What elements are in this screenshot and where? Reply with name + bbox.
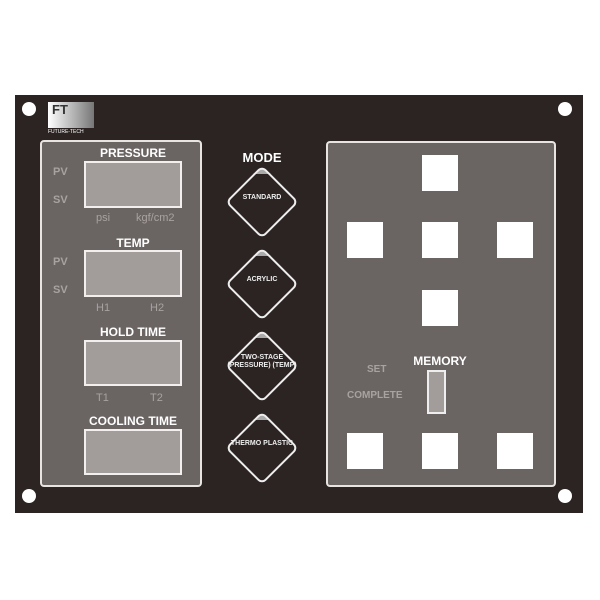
unit-kgf: kgf/cm2	[136, 212, 175, 224]
unit-t2: T2	[150, 392, 163, 404]
key-center[interactable]	[422, 222, 458, 258]
unit-h1: H1	[96, 302, 111, 314]
temp-sv-label: SV	[53, 284, 68, 296]
mount-hole	[22, 102, 36, 116]
mount-hole	[558, 102, 572, 116]
key-memory-1[interactable]	[347, 433, 383, 469]
pressure-sv-label: SV	[53, 194, 68, 206]
logo-letters: FT	[52, 102, 68, 117]
mount-hole	[558, 489, 572, 503]
unit-psi: psi	[96, 212, 111, 224]
mode-led	[253, 414, 271, 420]
cooling-time-title: COOLING TIME	[89, 414, 177, 428]
mode-led	[253, 250, 271, 256]
mount-hole	[22, 489, 36, 503]
key-memory-3[interactable]	[497, 433, 533, 469]
key-down[interactable]	[422, 290, 458, 326]
key-left[interactable]	[347, 222, 383, 258]
brand-name: FUTURE-TECH	[48, 129, 84, 135]
memory-slot[interactable]	[427, 370, 446, 414]
pressure-display	[84, 161, 182, 208]
mode-title: MODE	[242, 150, 282, 165]
cooling-time-display	[84, 429, 182, 475]
pressure-title: PRESSURE	[99, 146, 167, 160]
mode-button-label: STANDARD	[242, 194, 282, 201]
mode-button-label: ACRYLIC	[246, 276, 278, 283]
key-right[interactable]	[497, 222, 533, 258]
memory-title: MEMORY	[413, 354, 467, 368]
mode-button-label: THERMO PLASTIC	[230, 440, 294, 447]
mode-led	[253, 168, 271, 174]
hold-time-title: HOLD TIME	[100, 325, 166, 339]
key-up[interactable]	[422, 155, 458, 191]
temp-display	[84, 250, 182, 297]
unit-t1: T1	[96, 392, 109, 404]
mode-button-label: TWO-STAGE (PRESSURE) (TEMP)	[227, 354, 297, 369]
complete-label: COMPLETE	[347, 390, 403, 401]
brand-logo: FT	[48, 102, 94, 128]
temp-pv-label: PV	[53, 256, 68, 268]
set-label: SET	[367, 364, 387, 375]
pressure-pv-label: PV	[53, 166, 68, 178]
temp-title: TEMP	[116, 236, 150, 250]
mode-led	[253, 332, 271, 338]
hold-time-display	[84, 340, 182, 386]
key-memory-2[interactable]	[422, 433, 458, 469]
unit-h2: H2	[150, 302, 165, 314]
